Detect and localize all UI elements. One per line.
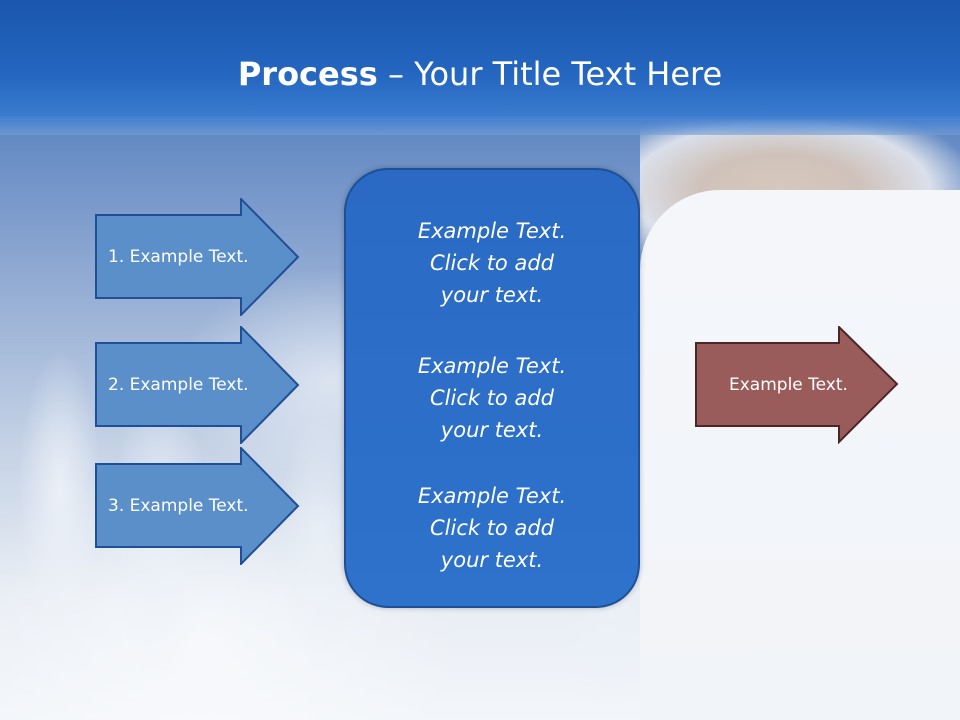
title-bold: Process — [237, 55, 378, 93]
slide-title[interactable]: Process – Your Title Text Here — [0, 52, 960, 96]
snow-area — [640, 190, 960, 720]
left-arrow-2[interactable]: 2. Example Text. — [95, 326, 300, 444]
center-text-box[interactable]: Example Text. Click to add your text. Ex… — [344, 168, 640, 608]
left-arrow-3[interactable]: 3. Example Text. — [95, 447, 300, 565]
center-text-3[interactable]: Example Text. Click to add your text. — [417, 484, 567, 572]
center-text-1[interactable]: Example Text. Click to add your text. — [417, 219, 567, 307]
left-arrow-1[interactable]: 1. Example Text. — [95, 198, 300, 316]
title-rest: – Your Title Text Here — [377, 55, 723, 93]
left-arrow-label: 2. Example Text. — [108, 375, 249, 395]
center-text-2[interactable]: Example Text. Click to add your text. — [417, 354, 567, 442]
right-arrow-label: Example Text. — [729, 375, 848, 395]
left-arrow-label: 3. Example Text. — [108, 496, 249, 516]
right-arrow[interactable]: Example Text. — [695, 326, 900, 444]
left-arrow-label: 1. Example Text. — [108, 247, 249, 267]
title-bar — [0, 0, 960, 135]
